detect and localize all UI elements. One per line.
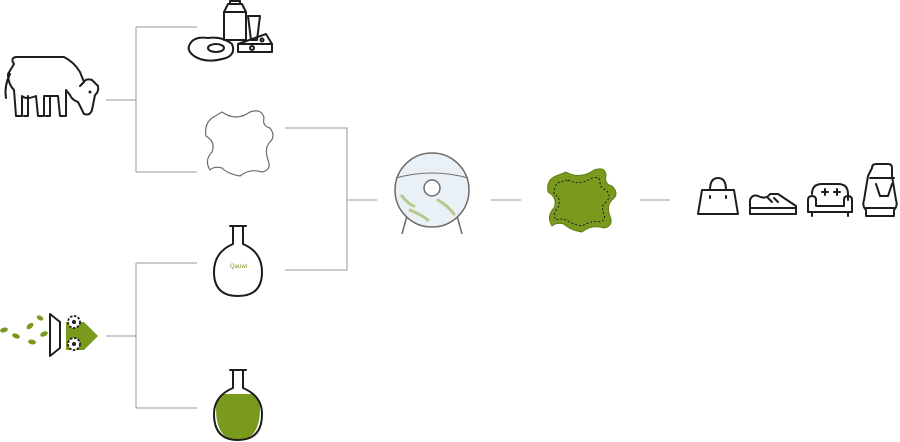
connectors <box>106 26 670 409</box>
handbag-icon <box>697 177 739 215</box>
finished-leather-icon <box>547 168 617 233</box>
tanning-drum-icon <box>394 152 470 235</box>
leaves-extraction-icon <box>0 313 98 357</box>
cow-icon <box>4 56 100 117</box>
flask-label: Qauwl <box>230 264 247 270</box>
raw-hide-icon <box>205 110 274 177</box>
car-seat-icon <box>862 163 898 217</box>
connector-merge <box>285 127 348 271</box>
filled-flask-icon <box>213 369 263 441</box>
sofa-icon <box>807 183 853 217</box>
empty-flask-icon: Qauwl <box>213 225 263 297</box>
meat-milk-cheese-icon <box>187 0 273 62</box>
shoe-icon <box>749 193 797 215</box>
